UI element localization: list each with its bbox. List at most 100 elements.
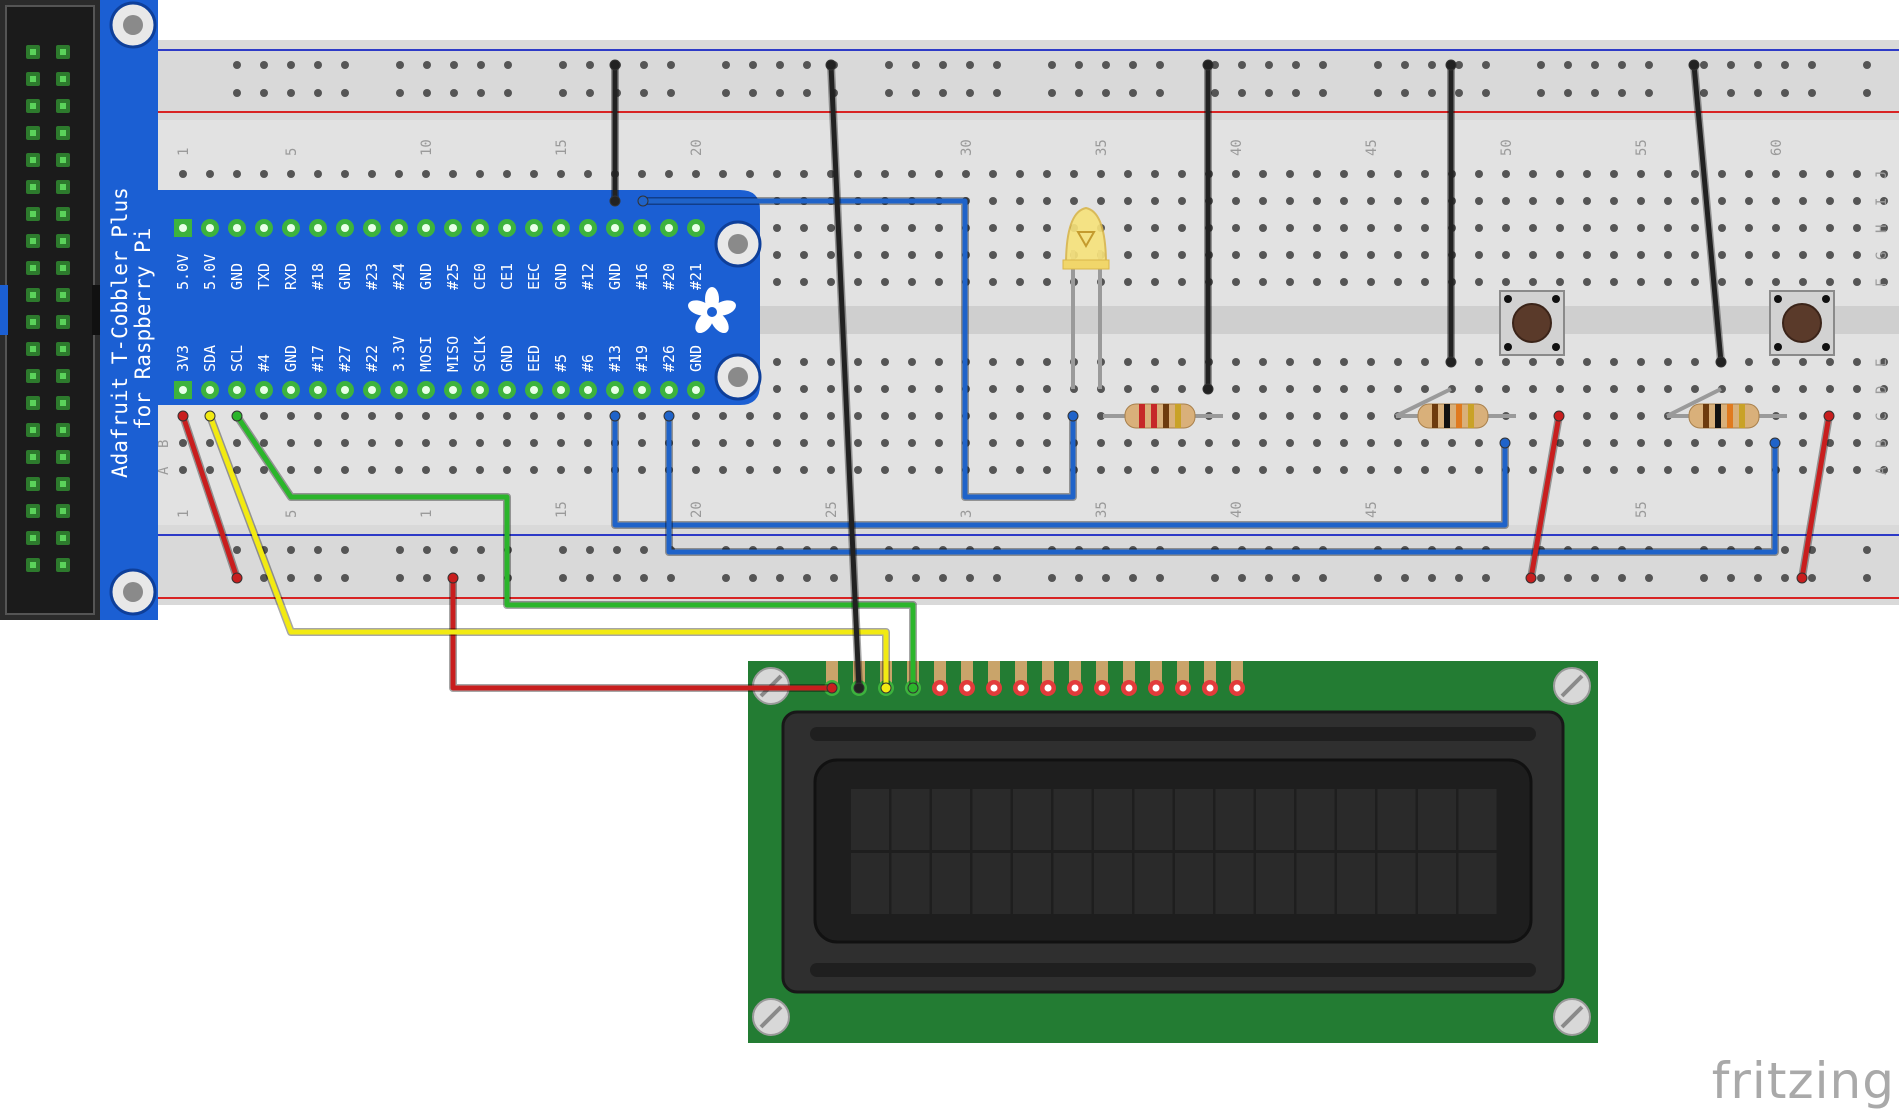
breadboard-hole — [1700, 89, 1708, 97]
breadboard-hole — [1374, 61, 1382, 69]
column-number-label: 1 — [176, 510, 192, 518]
breadboard-hole — [233, 439, 241, 447]
cobbler-pin-label: #21 — [687, 263, 705, 290]
breadboard-hole — [854, 170, 862, 178]
row-letter-label: A — [156, 466, 172, 475]
breadboard-hole — [908, 358, 916, 366]
breadboard-hole — [993, 61, 1001, 69]
column-number-label: 10 — [419, 139, 435, 156]
cobbler-pin-label: SDA — [201, 345, 219, 372]
breadboard-hole — [1529, 170, 1537, 178]
breadboard-hole — [881, 385, 889, 393]
breadboard-hole — [1232, 224, 1240, 232]
cobbler-pin-label: CE0 — [471, 263, 489, 290]
breadboard-hole — [1340, 197, 1348, 205]
breadboard-hole — [935, 466, 943, 474]
breadboard-hole — [1016, 439, 1024, 447]
breadboard-hole — [1178, 278, 1186, 286]
breadboard-hole — [586, 574, 594, 582]
breadboard-hole — [341, 89, 349, 97]
breadboard-hole — [1591, 574, 1599, 582]
cobbler-pin-label: #19 — [633, 345, 651, 372]
breadboard-hole — [1075, 574, 1083, 582]
breadboard-hole — [1691, 439, 1699, 447]
breadboard-hole — [530, 466, 538, 474]
breadboard-hole — [1232, 466, 1240, 474]
breadboard-hole — [1583, 224, 1591, 232]
breadboard-hole — [368, 439, 376, 447]
breadboard-hole — [1367, 412, 1375, 420]
breadboard-hole — [1799, 197, 1807, 205]
breadboard-hole — [1367, 170, 1375, 178]
breadboard-hole — [423, 574, 431, 582]
breadboard-hole — [1178, 466, 1186, 474]
breadboard-hole — [1340, 251, 1348, 259]
breadboard-hole — [1772, 170, 1780, 178]
row-letter-label: F — [1874, 279, 1890, 287]
cobbler-title-line2: for Raspberry Pi — [131, 228, 155, 430]
breadboard-hole — [1367, 466, 1375, 474]
row-letter-label: J — [1874, 171, 1890, 179]
cobbler-pin-label: 5.0V — [174, 254, 192, 290]
breadboard-hole — [1502, 278, 1510, 286]
breadboard-hole — [1583, 251, 1591, 259]
cobbler-pin-label: #6 — [579, 354, 597, 372]
lcd-character-cell — [1418, 789, 1456, 850]
resistor-10k-ohm — [1666, 387, 1787, 429]
wire-red — [180, 413, 240, 581]
breadboard-hole — [1880, 197, 1888, 205]
breadboard-hole — [1880, 170, 1888, 178]
breadboard-hole — [396, 61, 404, 69]
breadboard-hole — [1178, 170, 1186, 178]
breadboard-hole — [1853, 278, 1861, 286]
breadboard-hole — [1259, 412, 1267, 420]
cobbler-pin-label: SCL — [228, 345, 246, 372]
breadboard-hole — [1211, 574, 1219, 582]
breadboard-hole — [830, 574, 838, 582]
breadboard-hole — [1529, 358, 1537, 366]
breadboard-hole — [692, 466, 700, 474]
breadboard-hole — [1286, 412, 1294, 420]
breadboard-hole — [667, 89, 675, 97]
breadboard-hole — [1124, 439, 1132, 447]
breadboard-hole — [1151, 197, 1159, 205]
breadboard-hole — [1610, 197, 1618, 205]
breadboard-hole — [1313, 412, 1321, 420]
breadboard-hole — [341, 574, 349, 582]
breadboard-hole — [1319, 89, 1327, 97]
breadboard-hole — [1772, 251, 1780, 259]
breadboard-hole — [1718, 466, 1726, 474]
lcd-character-cell — [1053, 853, 1092, 914]
breadboard-hole — [1610, 224, 1618, 232]
breadboard-hole — [1232, 278, 1240, 286]
breadboard-hole — [1475, 358, 1483, 366]
breadboard-hole — [1421, 224, 1429, 232]
cobbler-pin-label: CE1 — [498, 263, 516, 290]
lcd-character-cell — [1337, 789, 1375, 850]
breadboard-hole — [1367, 197, 1375, 205]
breadboard-hole — [1075, 89, 1083, 97]
breadboard-hole — [881, 251, 889, 259]
cobbler-pin — [638, 386, 646, 394]
breadboard-hole — [557, 466, 565, 474]
breadboard-hole — [1583, 278, 1591, 286]
breadboard-hole — [1313, 251, 1321, 259]
breadboard-hole — [1151, 170, 1159, 178]
cobbler-pin-label: 3.3V — [390, 336, 408, 372]
breadboard-hole — [1394, 466, 1402, 474]
resistor-220-ohm — [1103, 403, 1223, 429]
adafruit-flower-logo-icon — [688, 287, 736, 334]
breadboard-hole — [692, 170, 700, 178]
breadboard-hole — [1502, 224, 1510, 232]
breadboard-hole — [260, 412, 268, 420]
breadboard-hole — [640, 61, 648, 69]
breadboard-hole — [422, 412, 430, 420]
cobbler-pin-label: #12 — [579, 263, 597, 290]
breadboard-hole — [885, 61, 893, 69]
breadboard-hole — [854, 224, 862, 232]
breadboard-hole — [1156, 574, 1164, 582]
breadboard-hole — [1286, 224, 1294, 232]
breadboard-hole — [260, 439, 268, 447]
breadboard-hole — [638, 439, 646, 447]
